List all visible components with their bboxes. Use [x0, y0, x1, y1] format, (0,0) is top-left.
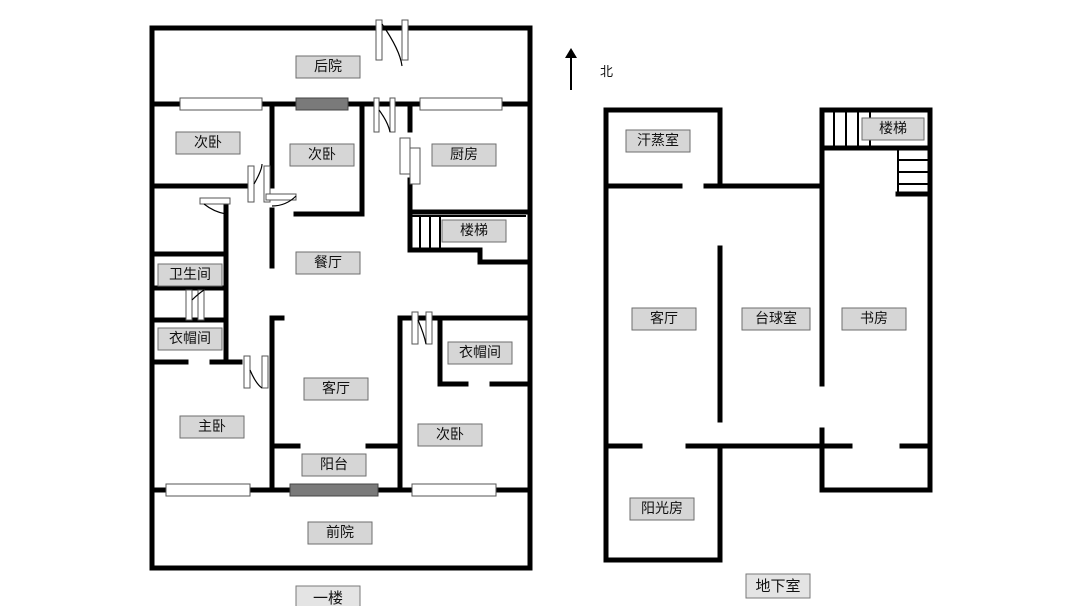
svg-text:客厅: 客厅 — [650, 310, 678, 327]
room-billiards: 台球室 — [741, 307, 811, 331]
room-balcony: 阳台 — [301, 453, 367, 477]
svg-text:阳台: 阳台 — [320, 457, 348, 473]
room-kitchen: 厨房 — [431, 143, 497, 167]
first-floor-windows — [165, 97, 503, 497]
room-dining: 餐厅 — [295, 251, 361, 275]
svg-text:次卧: 次卧 — [308, 147, 336, 163]
svg-text:衣帽间: 衣帽间 — [459, 345, 501, 361]
room-bedroom-n: 次卧 — [289, 143, 355, 167]
floor-label-first: 一楼 — [295, 585, 361, 606]
room-master-bedroom: 主卧 — [179, 415, 245, 439]
room-closet-e: 衣帽间 — [447, 341, 513, 365]
svg-text:后院: 后院 — [314, 59, 342, 75]
svg-text:台球室: 台球室 — [755, 310, 797, 327]
svg-text:楼梯: 楼梯 — [460, 223, 488, 239]
svg-text:卫生间: 卫生间 — [169, 267, 211, 283]
room-living: 客厅 — [303, 377, 369, 401]
svg-text:次卧: 次卧 — [194, 135, 222, 151]
svg-text:阳光房: 阳光房 — [641, 501, 683, 517]
first-floor-doors — [185, 19, 433, 389]
room-closet-w: 衣帽间 — [157, 327, 223, 351]
floor-label-basement: 地下室 — [745, 573, 811, 599]
svg-text:主卧: 主卧 — [198, 419, 226, 435]
north-label: 北 — [600, 65, 613, 80]
svg-text:次卧: 次卧 — [436, 427, 464, 443]
first-floor-walls — [149, 25, 533, 571]
north-arrow: 北 — [565, 48, 613, 90]
room-bathroom: 卫生间 — [157, 263, 223, 287]
svg-text:厨房: 厨房 — [450, 147, 478, 163]
svg-text:地下室: 地下室 — [755, 577, 800, 595]
room-stairs-first: 楼梯 — [441, 219, 507, 243]
room-stairs-basement: 楼梯 — [861, 117, 925, 141]
room-basement-living: 客厅 — [631, 307, 697, 331]
svg-text:书房: 书房 — [860, 311, 888, 327]
room-study: 书房 — [841, 307, 907, 331]
svg-text:前院: 前院 — [326, 524, 354, 541]
room-back-yard: 后院 — [295, 55, 361, 79]
svg-text:一楼: 一楼 — [313, 589, 343, 606]
room-front-yard: 前院 — [307, 521, 373, 545]
room-sauna: 汗蒸室 — [625, 129, 691, 153]
svg-text:衣帽间: 衣帽间 — [169, 331, 211, 347]
svg-text:餐厅: 餐厅 — [314, 255, 342, 271]
svg-text:楼梯: 楼梯 — [879, 121, 907, 137]
room-bedroom-nw: 次卧 — [175, 131, 241, 155]
svg-text:汗蒸室: 汗蒸室 — [637, 132, 679, 149]
room-sunroom: 阳光房 — [629, 497, 695, 521]
room-bedroom-se: 次卧 — [417, 423, 483, 447]
svg-text:客厅: 客厅 — [322, 380, 350, 397]
basement-walls — [603, 107, 933, 563]
